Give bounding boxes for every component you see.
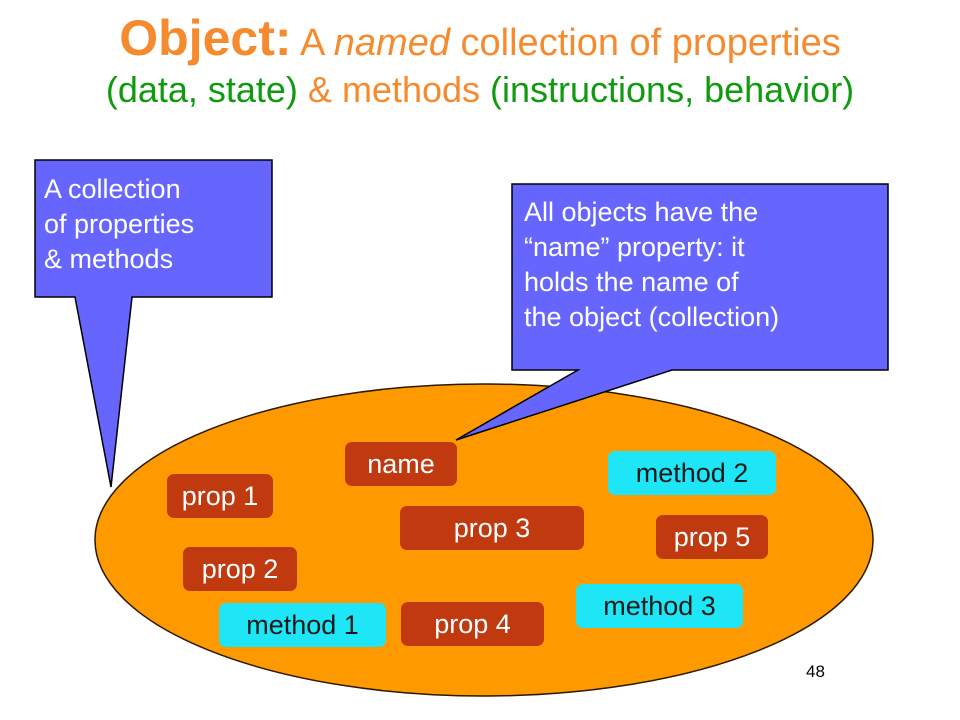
left-callout-text: A collection of properties & methods <box>44 172 194 277</box>
title-line2-b: & methods <box>297 69 491 110</box>
method-1-box: method 1 <box>219 603 386 647</box>
title-line-2: (data, state) & methods (instructions, b… <box>0 68 960 111</box>
left-callout-line: & methods <box>44 244 174 274</box>
left-callout-line: A collection <box>44 174 181 204</box>
left-callout-shape <box>34 159 273 488</box>
method-2-box: method 2 <box>608 451 776 495</box>
prop-2-box: prop 2 <box>183 547 297 591</box>
prop-3-box: prop 3 <box>400 506 584 550</box>
title-line2-a: (data, state) <box>105 69 298 110</box>
title-line-1: Object: A named collection of properties <box>0 8 960 68</box>
title-word: Object: <box>119 10 292 66</box>
page-number: 48 <box>806 662 825 681</box>
right-callout-line: holds the name of <box>524 267 739 297</box>
title-text-named: named <box>333 22 450 64</box>
right-callout <box>455 183 889 441</box>
right-callout-text: All objects have the “name” property: it… <box>524 195 779 335</box>
prop-5-box: prop 5 <box>656 515 768 559</box>
prop-1-box: prop 1 <box>167 474 273 518</box>
name-property-box: name <box>345 442 457 486</box>
left-callout-line: of properties <box>44 209 195 239</box>
right-callout-line: All objects have the <box>524 197 759 227</box>
title-line2-c: (instructions, behavior) <box>490 69 855 110</box>
right-callout-line: “name” property: it <box>524 232 745 262</box>
left-callout <box>34 159 273 488</box>
method-3-box: method 3 <box>576 584 743 628</box>
right-callout-shape <box>455 183 889 441</box>
title-text-b: collection of properties <box>449 22 841 64</box>
slide-title: Object: A named collection of properties… <box>0 8 960 111</box>
right-callout-line: the object (collection) <box>524 302 780 332</box>
title-text-a: A <box>299 22 334 64</box>
prop-4-box: prop 4 <box>401 602 544 646</box>
